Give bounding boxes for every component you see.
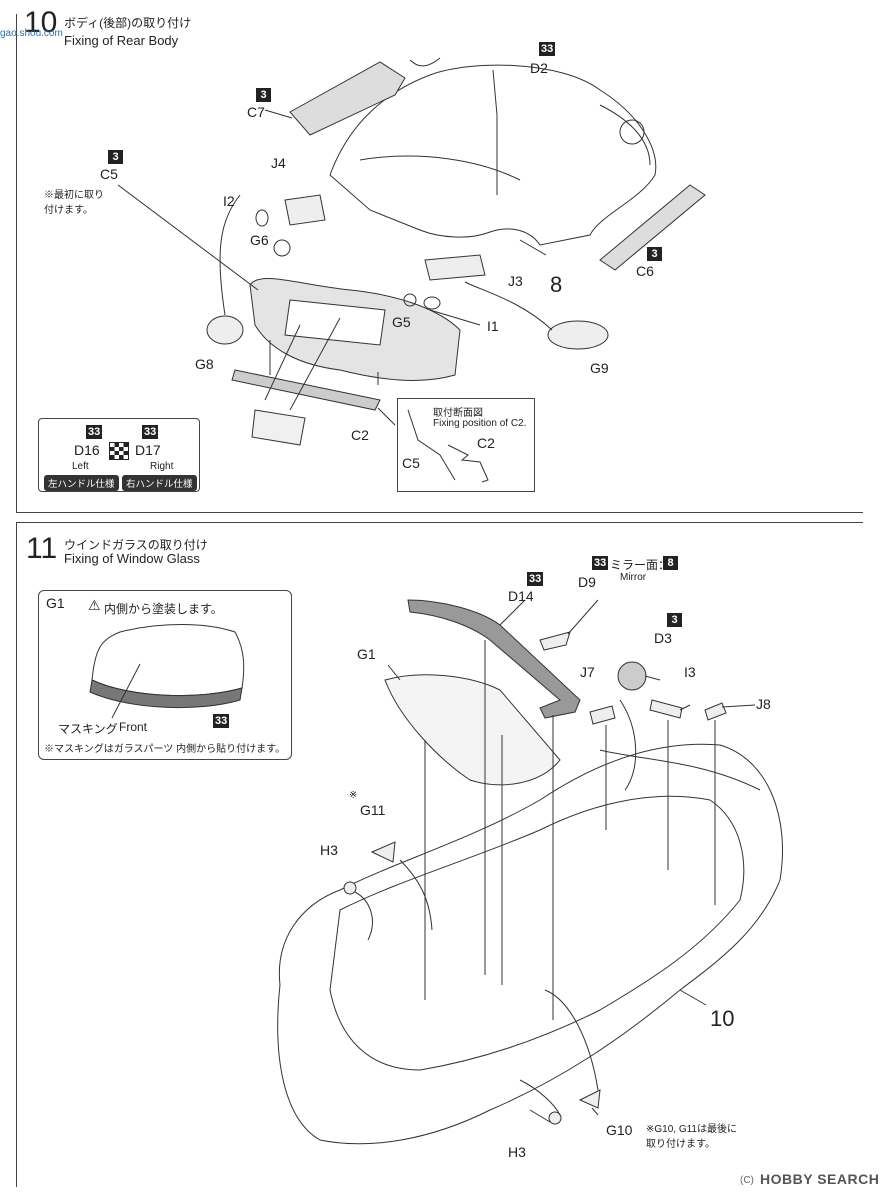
section-title-jp: 取付断面図 <box>433 408 483 419</box>
c5-note: ※最初に取り 付けます。 <box>44 190 104 216</box>
j4-label: J4 <box>271 155 286 171</box>
body-8-label: 8 <box>550 272 563 297</box>
d17-paint-code: 33 <box>142 425 159 439</box>
g1-box <box>38 590 292 760</box>
d9-label: D9 <box>578 574 596 590</box>
rhd-tag: 右ハンドル仕様 <box>122 475 197 491</box>
mirror-label-jp: ミラー面： <box>610 558 671 572</box>
step10-title-en: Fixing of Rear Body <box>64 33 179 48</box>
step10-diagram <box>117 57 706 446</box>
mirror-label-en: Mirror <box>620 572 647 583</box>
step11-title-en: Fixing of Window Glass <box>64 551 200 566</box>
d2-paint-code: 33 <box>539 42 556 56</box>
c5-paint-code: 3 <box>108 150 123 164</box>
c5-label: C5 <box>100 166 118 182</box>
c7-paint-code: 3 <box>256 88 271 102</box>
j7-label: J7 <box>580 664 595 680</box>
step11-number: 11 <box>26 532 58 565</box>
watermark: gao.shou.com <box>0 28 63 39</box>
d2-label: D2 <box>530 60 548 76</box>
step11-title-jp: ウインドガラスの取り付け <box>64 538 208 552</box>
mirror-paint-code: 33 <box>592 556 609 570</box>
g1-paint-code: 33 <box>213 714 230 728</box>
d16-paint-code: 33 <box>86 425 103 439</box>
copyright-mark: (C) <box>740 1175 754 1186</box>
i2-label: I2 <box>223 193 235 209</box>
g1-label: G1 <box>357 646 376 662</box>
section-title-en: Fixing position of C2. <box>433 418 527 429</box>
section-c2-label: C2 <box>477 435 495 451</box>
section-c5-label: C5 <box>402 455 420 471</box>
g1-note: ※マスキングはガラスパーツ 内側から貼り付けます。 <box>44 744 286 755</box>
g11-mark: ※ <box>349 790 358 801</box>
g10-label: G10 <box>606 1122 633 1138</box>
c6-label: C6 <box>636 263 654 279</box>
front-label: Front <box>119 720 148 734</box>
j8-label: J8 <box>756 696 771 712</box>
g10-note: ※G10, G11は最後に 取り付けます。 <box>646 1124 737 1150</box>
d17-label: D17 <box>135 442 161 458</box>
g5-label: G5 <box>392 314 411 330</box>
c2-label: C2 <box>351 427 369 443</box>
d3-paint-code: 3 <box>667 613 682 627</box>
warning-icon: ⚠ <box>88 597 101 613</box>
swap-icon <box>109 442 129 460</box>
mirror-paint-code-2: 8 <box>663 556 678 570</box>
g9-label: G9 <box>590 360 609 376</box>
step10-frame <box>16 14 863 513</box>
h3-label-bottom: H3 <box>508 1144 526 1160</box>
d14-paint-code: 33 <box>527 572 544 586</box>
step11-frame <box>16 522 863 1187</box>
masking-label: マスキング <box>58 722 118 736</box>
step10-title-jp: ボディ(後部)の取り付け <box>64 16 192 30</box>
d16-label: D16 <box>74 442 100 458</box>
right-label: Right <box>150 461 174 472</box>
plate-box <box>38 418 200 492</box>
left-label: Left <box>72 461 89 472</box>
c6-paint-code: 3 <box>647 247 662 261</box>
body-10-label: 10 <box>710 1006 735 1031</box>
j3-label: J3 <box>508 273 523 289</box>
step10-number: 10 <box>24 6 58 39</box>
h3-label-top: H3 <box>320 842 338 858</box>
d3-label: D3 <box>654 630 672 646</box>
hobby-search-logo: HOBBY SEARCH <box>760 1171 880 1187</box>
lhd-tag: 左ハンドル仕様 <box>44 475 119 491</box>
section-drawing <box>407 409 489 483</box>
i1-label: I1 <box>487 318 499 334</box>
section-box <box>397 398 535 492</box>
i3-label: I3 <box>684 664 696 680</box>
c7-label: C7 <box>247 104 265 120</box>
g1-warning: 内側から塗装します。 <box>104 602 223 616</box>
g8-label: G8 <box>195 356 214 372</box>
g11-label: G11 <box>360 802 386 818</box>
g1-box-label: G1 <box>46 595 65 611</box>
d14-label: D14 <box>508 588 534 604</box>
g6-label: G6 <box>250 232 269 248</box>
